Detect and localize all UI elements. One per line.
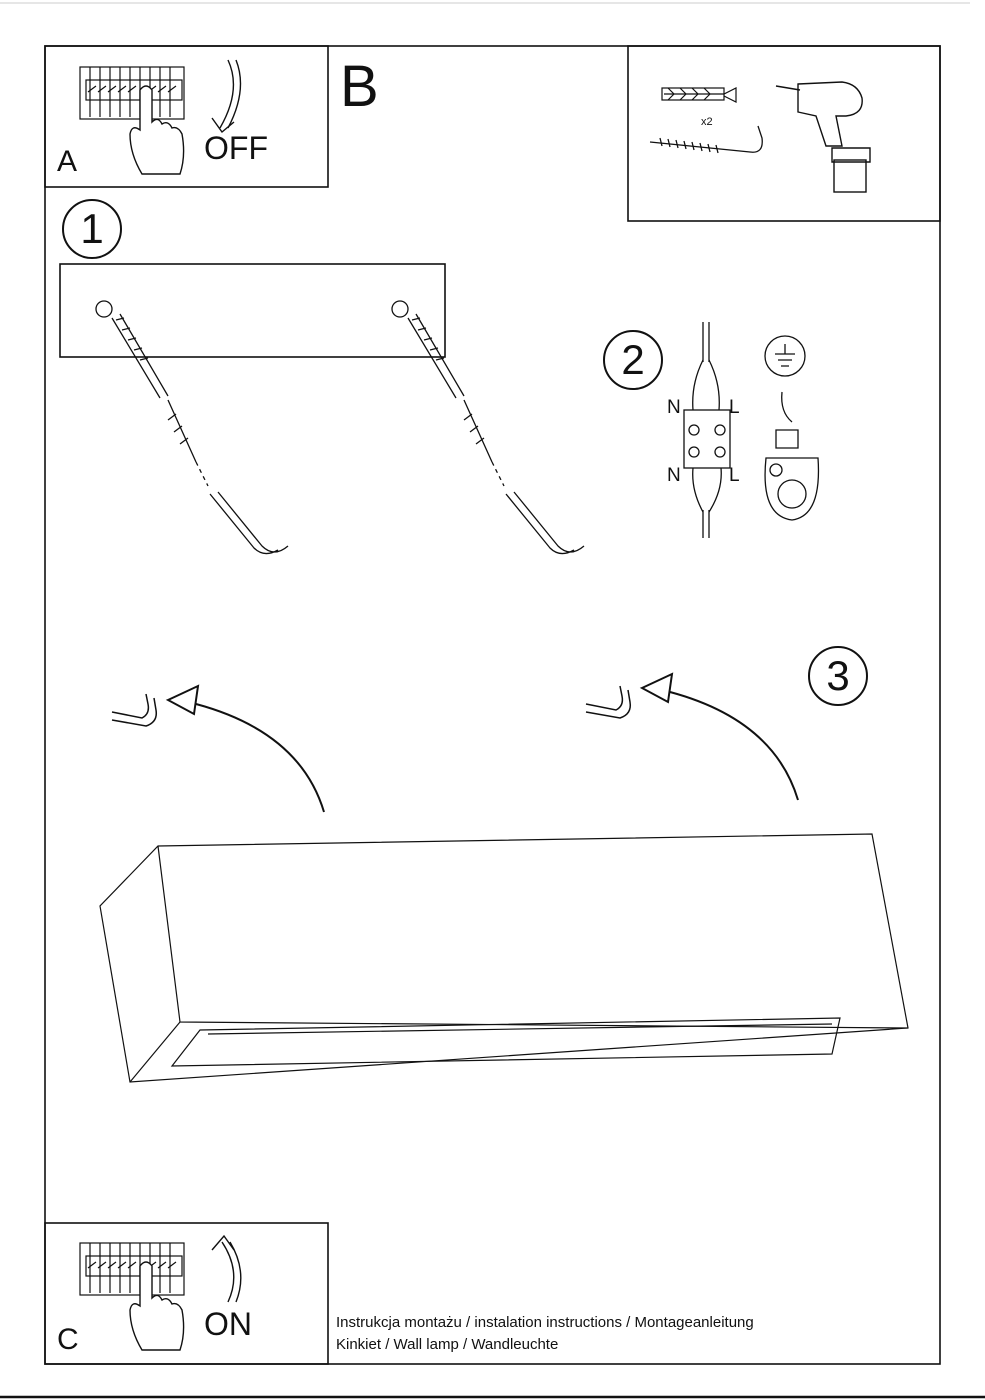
neutral-label-bottom: N <box>667 465 681 486</box>
live-label-bottom: L <box>729 465 740 486</box>
live-label-top: L <box>729 397 740 418</box>
terminal-block <box>683 322 731 538</box>
step-2-badge: 2 <box>603 330 663 390</box>
off-label: OFF <box>204 130 268 166</box>
drill-icon <box>775 81 871 193</box>
off-arrow-icon <box>211 59 242 134</box>
main-frame <box>44 45 941 1365</box>
quantity-label: x2 <box>701 116 713 128</box>
right-screw-assembly <box>391 300 585 555</box>
left-screw-assembly <box>95 300 289 555</box>
step-3-badge: 3 <box>808 646 868 706</box>
hook-screw-icon <box>649 125 763 154</box>
left-mount-arrow <box>165 684 325 813</box>
right-mount-arrow <box>639 672 799 801</box>
ground-terminal <box>764 335 820 521</box>
wall-plug-icon <box>661 87 737 103</box>
hand-pointer-icon <box>129 85 185 175</box>
panel-b-tools-frame <box>627 45 941 222</box>
hand-pointer-icon-c <box>129 1261 185 1351</box>
step-1-badge: 1 <box>62 199 122 259</box>
panel-a-frame <box>44 45 329 188</box>
circuit-breaker-icon-c <box>79 1242 185 1296</box>
on-arrow-icon <box>211 1234 242 1303</box>
panel-a-letter: A <box>57 145 78 178</box>
panel-b-letter: B <box>340 54 379 119</box>
mounting-bracket <box>59 263 446 358</box>
on-label: ON <box>204 1306 252 1342</box>
wall-lamp-body <box>99 833 909 1083</box>
panel-c-frame <box>44 1222 329 1365</box>
neutral-label-top: N <box>667 397 681 418</box>
panel-c-letter: C <box>57 1323 79 1356</box>
left-clip-icon <box>111 693 158 727</box>
circuit-breaker-icon <box>79 66 185 120</box>
caption-line-2: Kinkiet / Wall lamp / Wandleuchte <box>336 1336 559 1353</box>
caption-line-1: Instrukcja montażu / instalation instruc… <box>336 1314 754 1331</box>
right-clip-icon <box>585 685 632 719</box>
